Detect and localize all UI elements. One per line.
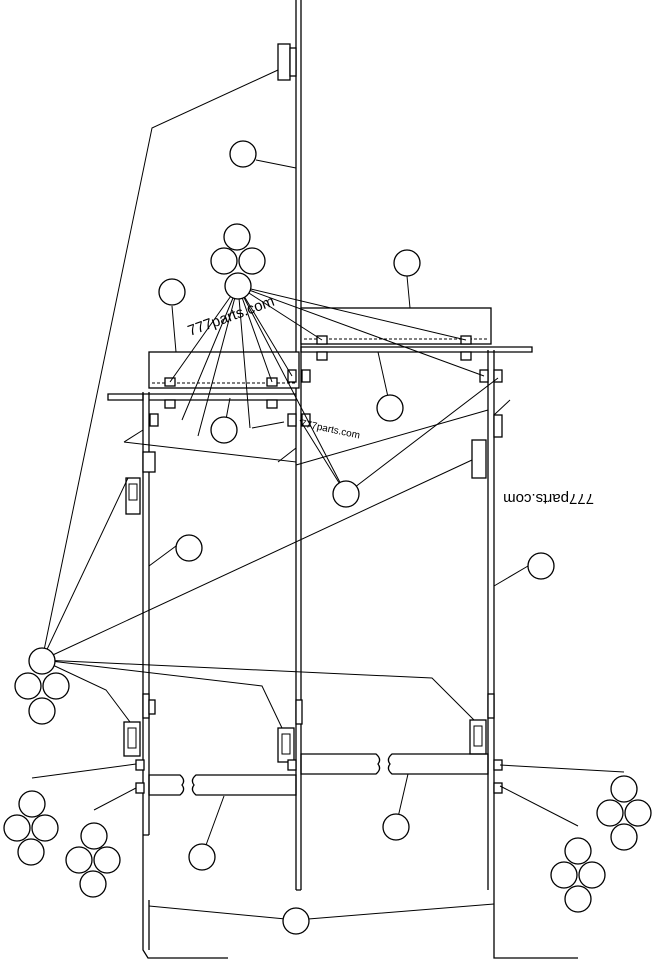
right-rail [487,350,578,959]
left-rail [142,392,228,959]
bolts [135,335,503,794]
lower-plate-right [300,753,489,775]
clamp-left-lower [123,693,156,757]
watermark-1: 777parts.com [186,293,277,340]
watermark-2: 777parts.com [299,418,361,441]
callout-bubbles [3,140,652,935]
leader-lines [31,69,625,921]
clip-left-upper [125,451,156,515]
watermark-3: 777parts.com [503,490,594,507]
clip-right-upper [471,414,503,479]
upper-right-bracket [295,307,533,466]
lower-plate-left [148,774,297,796]
clamp-center-lower [277,699,303,763]
clamp-right-lower [469,693,495,755]
center-rail [295,0,302,891]
top-clamp [277,43,297,81]
